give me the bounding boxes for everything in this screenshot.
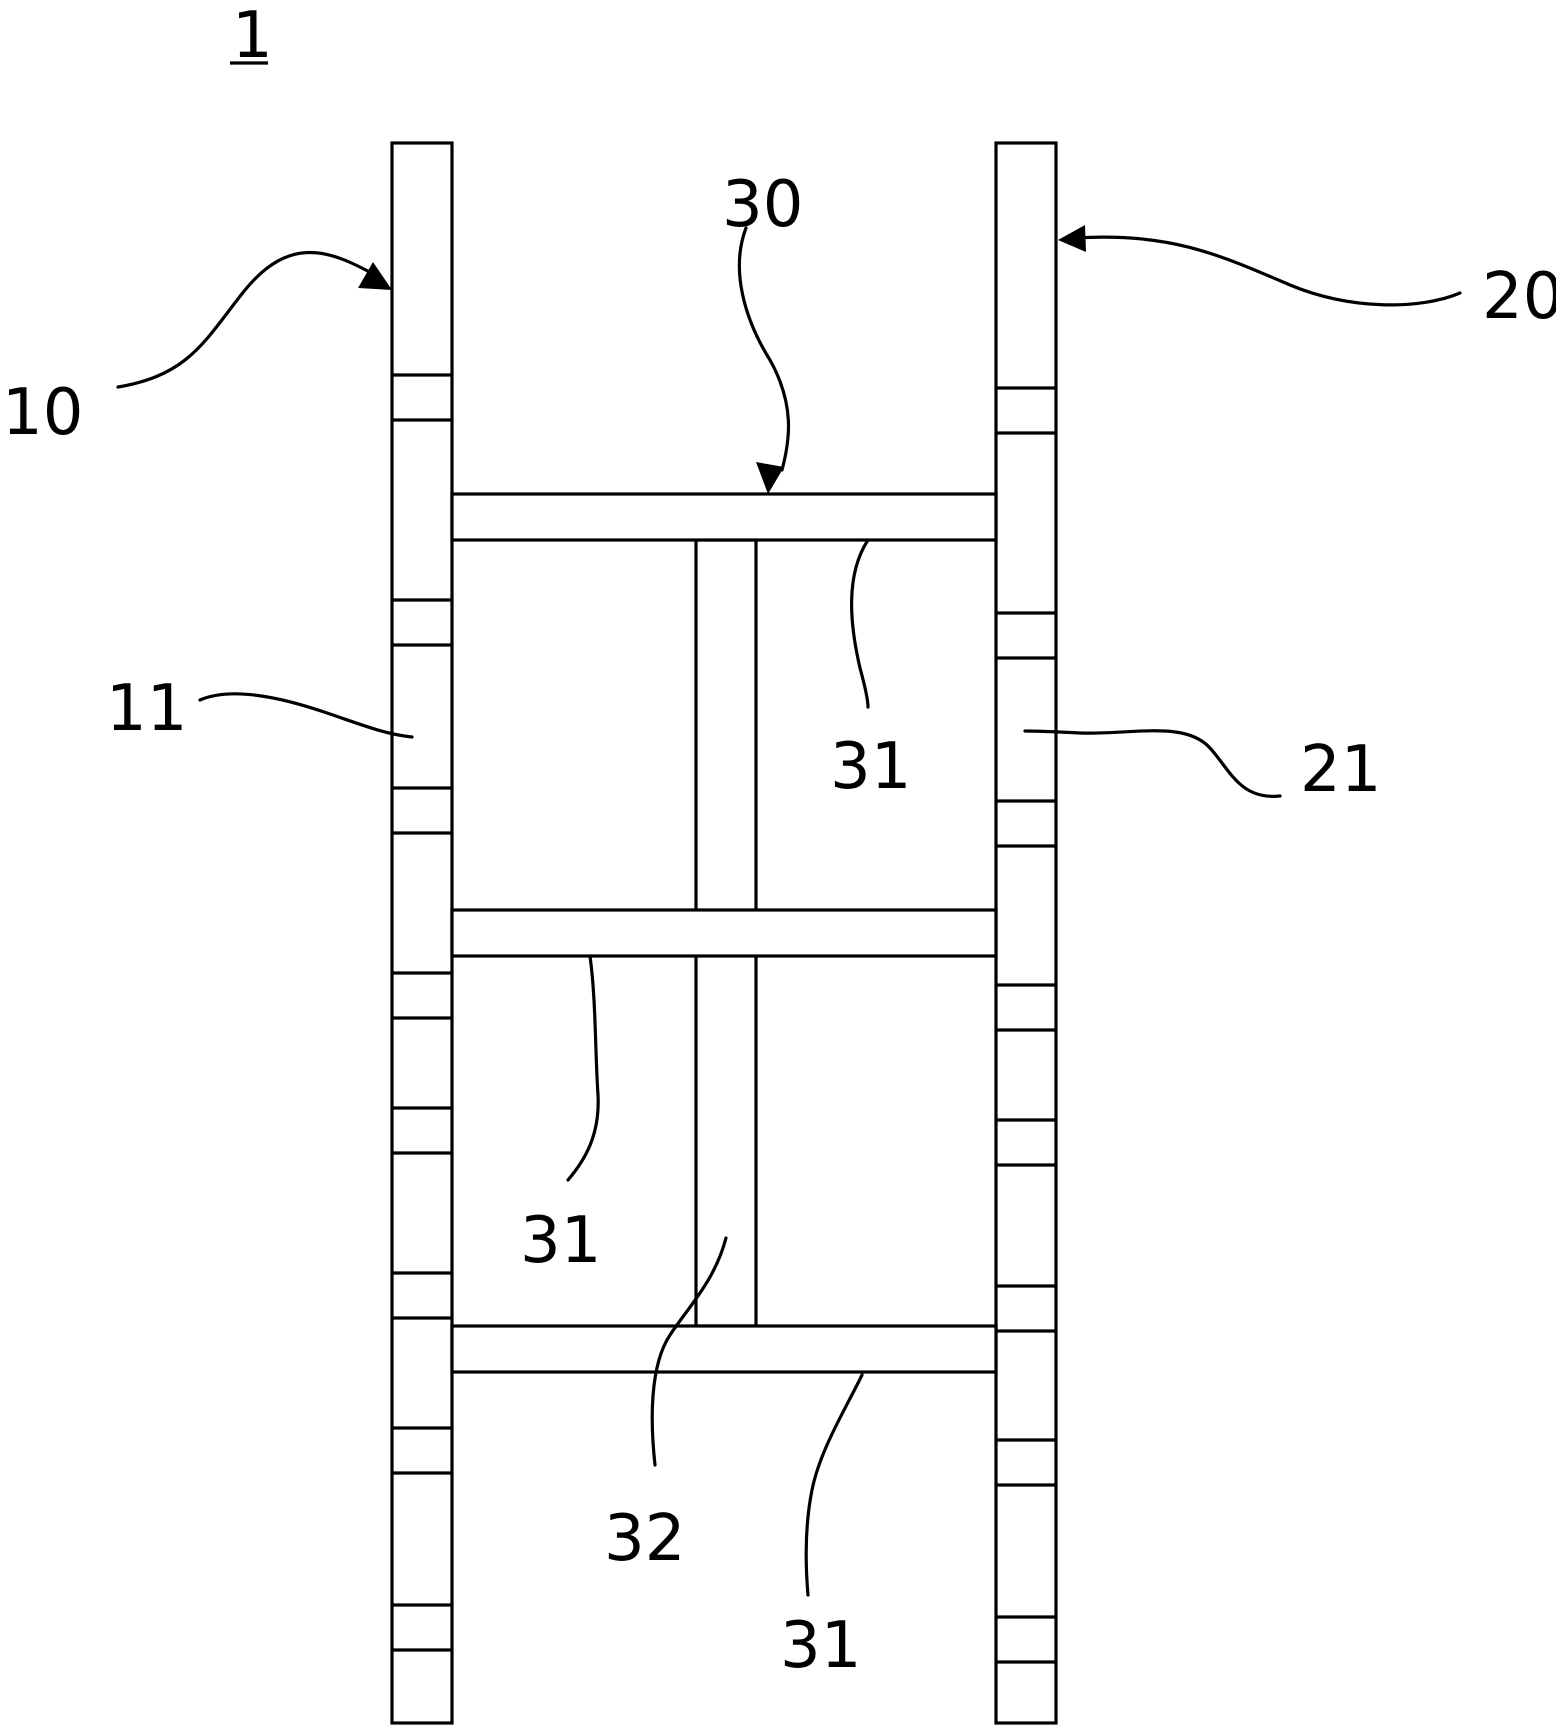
leader-line-21 — [1025, 731, 1280, 797]
leader-line-31-bottom — [806, 1375, 862, 1595]
arrowhead-icon — [1058, 225, 1086, 252]
label-right-rail: 20 — [1482, 260, 1556, 334]
label-left-rail: 10 — [2, 376, 83, 450]
label-crossbar-middle: 31 — [520, 1204, 601, 1278]
leader-line-31-middle — [568, 956, 598, 1180]
arrowhead-icon — [358, 262, 392, 290]
label-right-holes: 21 — [1300, 733, 1381, 807]
leader-line-11 — [200, 694, 412, 737]
arrowhead-icon — [756, 462, 784, 494]
label-crossbar-top: 31 — [830, 730, 911, 804]
leader-line-10 — [118, 253, 392, 388]
label-left-holes: 11 — [106, 672, 187, 746]
leader-line-30 — [739, 228, 788, 494]
left-rail — [392, 143, 452, 1723]
leader-line-20 — [1058, 225, 1460, 305]
leader-line-31-top — [852, 540, 868, 707]
label-crossbar-assembly: 30 — [722, 168, 803, 242]
crossbar-top — [452, 494, 996, 540]
right-rail — [996, 143, 1056, 1723]
label-crossbar-bottom: 31 — [780, 1609, 861, 1683]
crossbar-middle — [452, 910, 996, 956]
label-center-post: 32 — [604, 1502, 685, 1576]
crossbar-bottom — [452, 1326, 996, 1372]
